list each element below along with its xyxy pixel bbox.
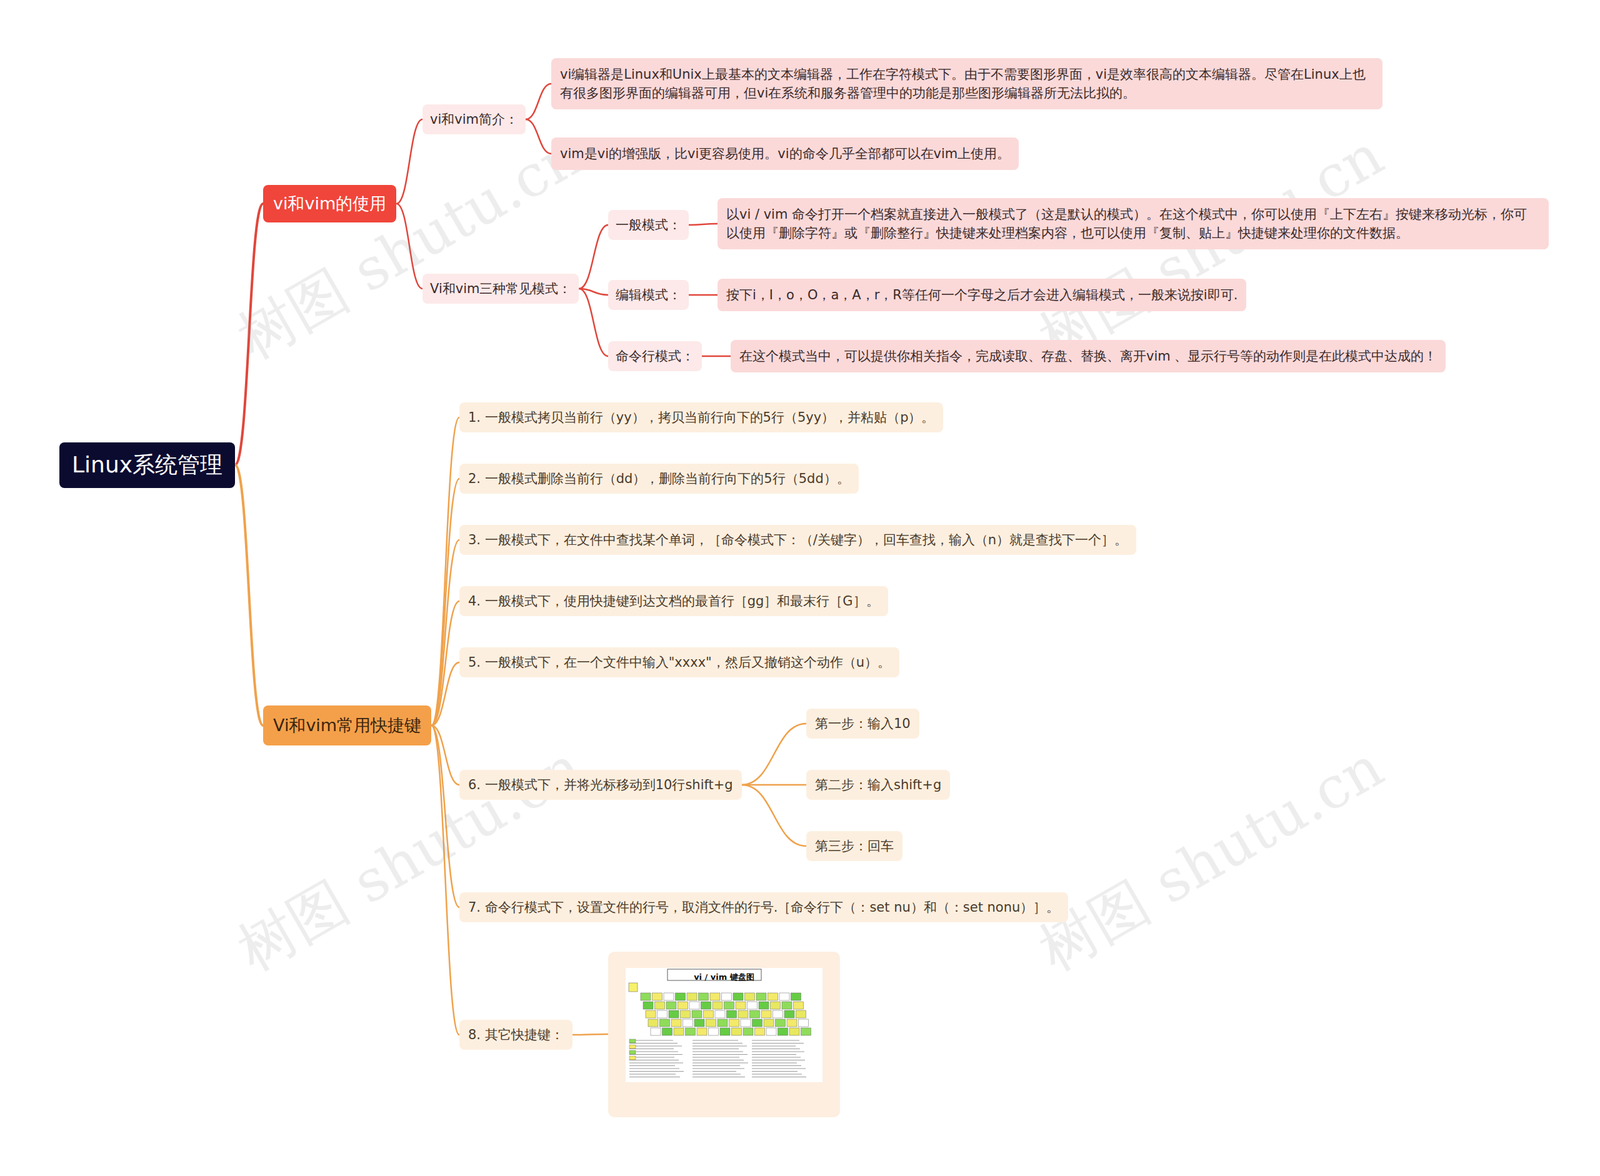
branch-connector xyxy=(396,119,423,204)
topic-text: 第一步：输入10 xyxy=(815,715,911,733)
watermark-text: 树图 shutu.cn xyxy=(223,728,596,989)
root-topic: Linux系统管理 xyxy=(59,442,235,489)
topic-box: 1. 一般模式拷贝当前行（yy），拷贝当前行向下的5行（5yy），并粘贴（p）。 xyxy=(459,402,944,433)
topic-text: vi编辑器是Linux和Unix上最基本的文本编辑器，工作在字符模式下。由于不需… xyxy=(560,65,1374,104)
topic-text: 7. 命令行模式下，设置文件的行号，取消文件的行号.［命令行下（：set nu）… xyxy=(468,898,1060,917)
topic-box: 在这个模式当中，可以提供你相关指令，完成读取、存盘、替换、离开vim 、显示行号… xyxy=(730,340,1446,373)
topic-text: vi / vim 键盘图 xyxy=(608,971,840,984)
topic-box: 7. 命令行模式下，设置文件的行号，取消文件的行号.［命令行下（：set nu）… xyxy=(459,892,1069,923)
topic-box: 命令行模式： xyxy=(608,341,702,372)
topic-text: 6. 一般模式下，并将光标移动到10行shift+g xyxy=(468,776,734,794)
branch-connector xyxy=(431,478,460,726)
branch-connector xyxy=(578,288,609,357)
branch-connector xyxy=(578,225,609,289)
topic-text: 1. 一般模式拷贝当前行（yy），拷贝当前行向下的5行（5yy），并粘贴（p）。 xyxy=(468,408,935,427)
branch-connector xyxy=(235,465,264,726)
topic-text: 按下i，I，o，O，a，A，r，R等任何一个字母之后才会进入编辑模式，一般来说按… xyxy=(726,285,1238,305)
topic-box: vim是vi的增强版，比vi更容易使用。vi的命令几乎全部都可以在vim上使用。 xyxy=(551,137,1019,170)
topic-box: 编辑模式： xyxy=(608,280,689,310)
watermark-text: 树图 shutu.cn xyxy=(223,116,596,377)
topic-box: 3. 一般模式下，在文件中查找某个单词，［命令模式下：（/关键字），回车查找，输… xyxy=(459,525,1137,555)
topic-box: 第三步：回车 xyxy=(806,831,903,862)
topic-text: Vi和vim三种常见模式： xyxy=(430,280,572,298)
branch-connector xyxy=(688,223,718,225)
topic-box: 第一步：输入10 xyxy=(806,708,920,739)
topic-box: Vi和vim三种常见模式： xyxy=(422,273,579,304)
topic-text: 3. 一般模式下，在文件中查找某个单词，［命令模式下：（/关键字），回车查找，输… xyxy=(468,531,1128,549)
image-node: vi / vim 键盘图 xyxy=(608,951,840,1118)
topic-text: Vi和vim常用快捷键 xyxy=(273,714,422,737)
branch-connector xyxy=(525,83,552,120)
branch-connector xyxy=(431,601,460,726)
topic-text: 命令行模式： xyxy=(615,347,695,365)
topic-text: 8. 其它快捷键： xyxy=(468,1026,564,1044)
topic-text: 以vi / vim 命令打开一个档案就直接进入一般模式了（这是默认的模式）。在这… xyxy=(726,205,1540,244)
topic-box: vi和vim的使用 xyxy=(263,185,397,223)
topic-text: 编辑模式： xyxy=(615,286,682,304)
branch-connector xyxy=(431,417,460,726)
topic-text: vim是vi的增强版，比vi更容易使用。vi的命令几乎全部都可以在vim上使用。 xyxy=(560,144,1010,164)
topic-text: vi和vim简介： xyxy=(430,110,519,129)
branch-connector xyxy=(688,294,718,297)
topic-text: 在这个模式当中，可以提供你相关指令，完成读取、存盘、替换、离开vim 、显示行号… xyxy=(739,346,1437,366)
branch-connector xyxy=(701,355,731,358)
topic-box: 按下i，I，o，O，a，A，r，R等任何一个字母之后才会进入编辑模式，一般来说按… xyxy=(717,278,1247,312)
topic-text: 4. 一般模式下，使用快捷键到达文档的最首行［gg］和最末行［G］。 xyxy=(468,592,880,610)
topic-text: 5. 一般模式下，在一个文件中输入"xxxx"，然后又撤销这个动作（u）。 xyxy=(468,653,891,672)
topic-text: 一般模式： xyxy=(615,216,682,234)
topic-text: 2. 一般模式删除当前行（dd），删除当前行向下的5行（5dd）。 xyxy=(468,470,850,488)
branch-connector xyxy=(572,1034,609,1035)
topic-box: Vi和vim常用快捷键 xyxy=(263,705,432,746)
topic-text: vi和vim的使用 xyxy=(273,192,387,215)
topic-text: Linux系统管理 xyxy=(71,450,223,481)
topic-box: 第二步：输入shift+g xyxy=(806,770,950,800)
topic-box: 6. 一般模式下，并将光标移动到10行shift+g xyxy=(459,770,742,800)
topic-box: 4. 一般模式下，使用快捷键到达文档的最首行［gg］和最末行［G］。 xyxy=(459,586,889,617)
topic-box: 以vi / vim 命令打开一个档案就直接进入一般模式了（这是默认的模式）。在这… xyxy=(717,198,1549,250)
watermark-text: 树图 shutu.cn xyxy=(1025,728,1397,989)
topic-text: 第三步：回车 xyxy=(815,837,894,855)
topic-text: 第二步：输入shift+g xyxy=(815,776,942,794)
branch-connector xyxy=(431,540,460,726)
branch-connector xyxy=(741,723,807,785)
topic-box: 2. 一般模式删除当前行（dd），删除当前行向下的5行（5dd）。 xyxy=(459,463,859,494)
branch-connector xyxy=(741,784,807,787)
topic-box: 一般模式： xyxy=(608,210,689,240)
topic-box: 5. 一般模式下，在一个文件中输入"xxxx"，然后又撤销这个动作（u）。 xyxy=(459,647,900,678)
branch-connector xyxy=(431,662,460,726)
topic-box: vi和vim简介： xyxy=(422,104,526,135)
topic-box: vi编辑器是Linux和Unix上最基本的文本编辑器，工作在字符模式下。由于不需… xyxy=(551,58,1383,110)
branch-connector xyxy=(741,785,807,847)
topic-box: 8. 其它快捷键： xyxy=(459,1020,573,1050)
